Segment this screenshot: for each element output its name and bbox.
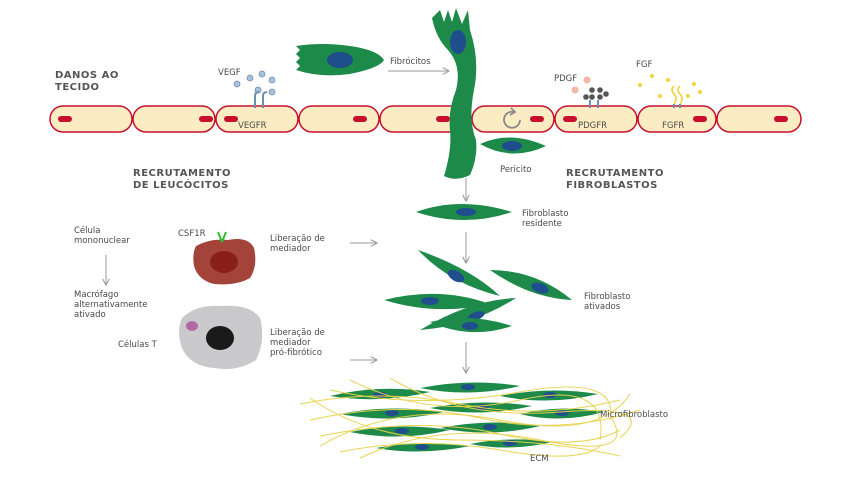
label-pdgfr: PDGFR <box>578 121 608 131</box>
endothelial-nucleus <box>530 116 544 122</box>
heading-fibroblast-recruitment: RECRUTAMENTO FIBROBLASTOS <box>566 168 664 191</box>
label-microfibroblast: Microfibroblasto <box>600 410 669 420</box>
endothelial-cell <box>471 105 555 133</box>
label-t-cells: Células T <box>118 340 157 350</box>
endothelial-cell <box>637 105 717 133</box>
endothelial-nucleus <box>224 116 238 122</box>
resident-fibroblast <box>416 204 512 220</box>
vegfr-receptor <box>254 91 268 108</box>
endothelial-nucleus <box>199 116 213 122</box>
heading-leukocyte-recruitment: RECRUTAMENTO DE LEUCÓCITOS <box>133 168 231 191</box>
endothelial-nucleus <box>436 116 450 122</box>
label-profibrotic-release: Liberação de mediador pró-fibrótico <box>270 328 325 358</box>
t-cell <box>179 305 263 369</box>
label-vegf: VEGF <box>218 68 241 78</box>
label-pericyte: Pericito <box>500 165 532 175</box>
vegf-ligands <box>233 70 276 96</box>
macrophage-cell <box>193 239 256 285</box>
endothelial-nucleus <box>58 116 72 122</box>
endothelial-cell <box>49 105 133 133</box>
activated-fibroblasts <box>384 250 572 333</box>
label-fgf: FGF <box>636 60 653 70</box>
label-mononuclear-cell: Célula mononuclear <box>74 226 130 246</box>
endothelial-nucleus <box>563 116 577 122</box>
heading-tissue-damage: DANOS AO TECIDO <box>55 70 119 93</box>
label-vegfr: VEGFR <box>238 121 267 131</box>
csf1r-receptor-icon <box>217 231 227 243</box>
pericyte-cell <box>480 137 546 154</box>
endothelial-nucleus <box>693 116 707 122</box>
label-ecm: ECM <box>530 454 549 464</box>
label-fgfr: FGFR <box>662 121 685 131</box>
circular-arrow-icon <box>503 107 521 129</box>
migrating-fibrocyte <box>432 8 477 179</box>
fgf-ligands <box>638 74 702 98</box>
endothelial-cell <box>132 105 216 133</box>
label-activated-fibroblasts: Fibroblasto ativados <box>584 292 631 312</box>
label-macrophage: Macrófago alternativamente ativado <box>74 290 148 320</box>
endothelial-cell <box>215 105 299 133</box>
fgfr-receptor <box>671 85 683 105</box>
label-resident-fibroblast: Fibroblasto residente <box>522 209 569 229</box>
myofibroblast-mesh <box>299 377 641 459</box>
endothelial-cell <box>298 105 380 133</box>
endothelial-nucleus <box>774 116 788 122</box>
blood-vessel <box>49 105 802 133</box>
endothelial-nucleus <box>353 116 367 122</box>
label-mediator-release: Liberação de mediador <box>270 234 325 254</box>
endothelial-cell <box>716 105 802 133</box>
label-fibrocytes: Fibrócitos <box>390 57 431 67</box>
endothelial-cell <box>554 105 638 133</box>
pdgfr-receptor <box>589 100 599 108</box>
label-pdgf: PDGF <box>554 74 578 84</box>
label-csf1r: CSF1R <box>178 229 206 239</box>
pdgf-ligands <box>571 76 609 100</box>
fibrocyte-cell <box>296 44 384 76</box>
